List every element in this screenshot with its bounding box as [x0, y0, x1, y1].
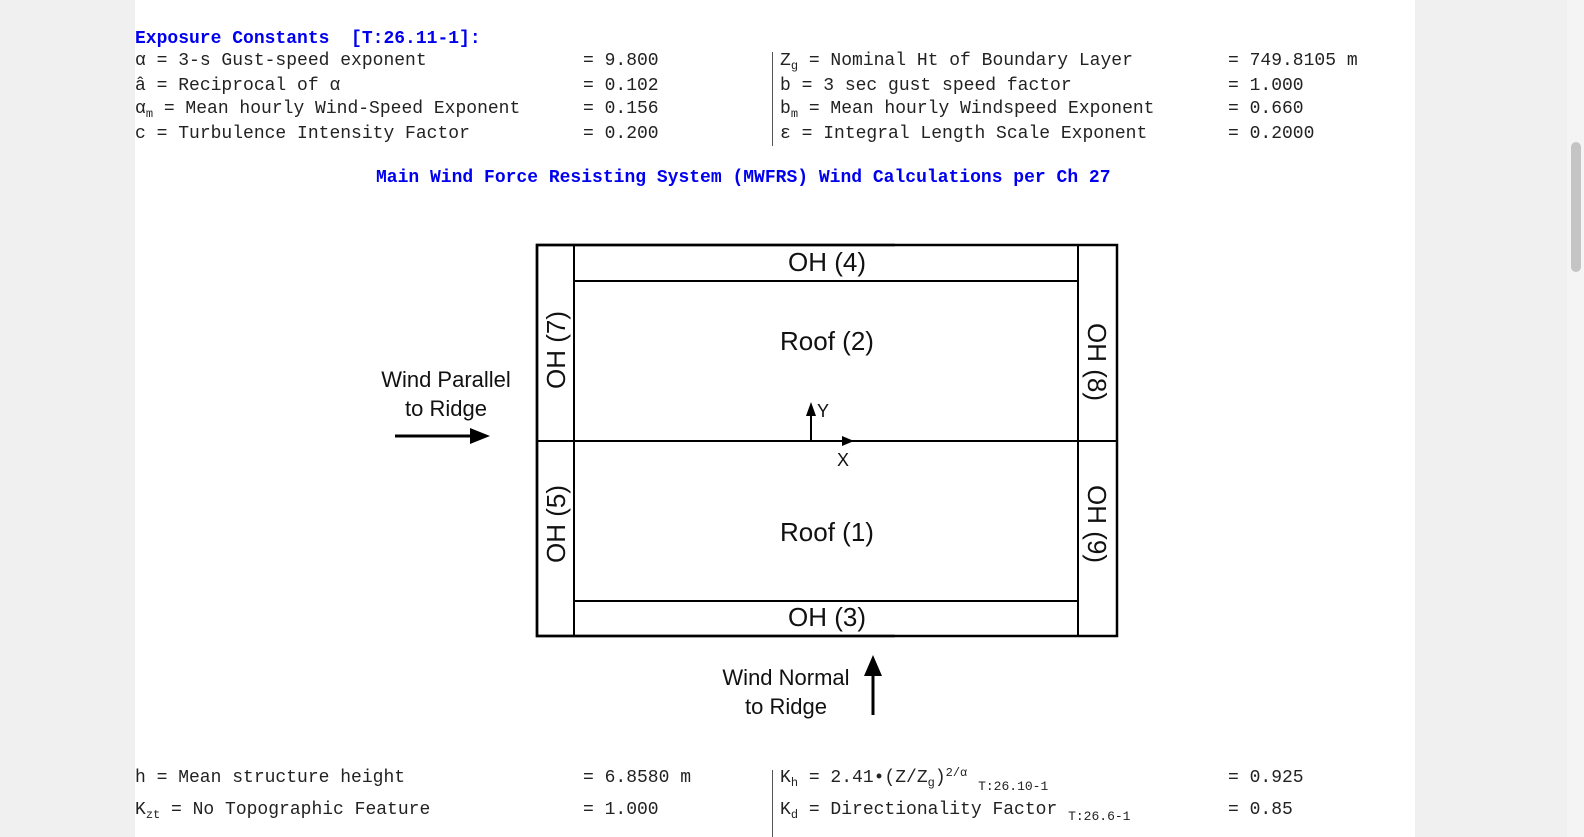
- alpha-value: = 9.800: [583, 51, 659, 71]
- alpha-m-row: αm = Mean hourly Wind-Speed Exponent: [135, 99, 521, 121]
- alpha-m-value: = 0.156: [583, 99, 659, 119]
- epsilon-value: = 0.2000: [1228, 124, 1315, 144]
- alpha-row: α = 3-s Gust-speed exponent: [135, 51, 427, 71]
- oh4-label: OH (4): [788, 247, 866, 277]
- h-value: = 6.8580 m: [583, 768, 692, 788]
- exposure-heading: Exposure Constants [T:26.11-1]:: [135, 29, 481, 49]
- oh9-label: OH (9): [1082, 485, 1112, 563]
- c-value: = 0.200: [583, 124, 659, 144]
- kd-value: = 0.85: [1228, 800, 1293, 820]
- mwfrs-heading: Main Wind Force Resisting System (MWFRS)…: [376, 168, 1111, 188]
- oh5-label: OH (5): [541, 485, 571, 563]
- wind-parallel-label-2: to Ridge: [405, 396, 487, 421]
- b-value: = 1.000: [1228, 76, 1304, 96]
- column-separator: [772, 52, 773, 146]
- kh-row: Kh = 2.41•(Z/Zg)2/α T:26.10-1: [780, 766, 1049, 794]
- roof1-label: Roof (1): [780, 517, 874, 547]
- kzt-row: Kzt = No Topographic Feature: [135, 800, 431, 822]
- scrollbar-thumb[interactable]: [1571, 142, 1581, 272]
- h-row: h = Mean structure height: [135, 768, 406, 788]
- alpha-hat-value: = 0.102: [583, 76, 659, 96]
- zg-row: Zg = Nominal Ht of Boundary Layer: [780, 51, 1133, 73]
- vertical-scrollbar[interactable]: [1567, 0, 1584, 837]
- wind-normal-label-2: to Ridge: [745, 694, 827, 719]
- roof2-label: Roof (2): [780, 326, 874, 356]
- oh7-label: OH (7): [541, 311, 571, 389]
- oh8-label: OH (8): [1082, 323, 1112, 401]
- kzt-value: = 1.000: [583, 800, 659, 820]
- y-arrow-head: [806, 402, 816, 416]
- bm-row: bm = Mean hourly Windspeed Exponent: [780, 99, 1155, 121]
- b-row: b = 3 sec gust speed factor: [780, 76, 1072, 96]
- wind-normal-arrow-head: [864, 655, 882, 676]
- roof-plan-svg: OH (4) OH (3) Roof (2) Roof (1) OH (7) O…: [381, 243, 1119, 719]
- zg-value: = 749.8105 m: [1228, 51, 1358, 71]
- bm-value: = 0.660: [1228, 99, 1304, 119]
- epsilon-row: ε = Integral Length Scale Exponent: [780, 124, 1148, 144]
- kd-row: Kd = Directionality Factor T:26.6-1: [780, 800, 1131, 824]
- x-arrow-head: [842, 436, 854, 446]
- c-row: c = Turbulence Intensity Factor: [135, 124, 470, 144]
- y-axis-label: Y: [817, 401, 829, 421]
- x-axis-label: X: [837, 450, 849, 470]
- alpha-hat-row: â = Reciprocal of α: [135, 76, 341, 96]
- bottom-column-separator: [772, 770, 773, 837]
- wind-normal-label-1: Wind Normal: [722, 665, 849, 690]
- wind-parallel-label-1: Wind Parallel: [381, 367, 511, 392]
- kh-value: = 0.925: [1228, 768, 1304, 788]
- document-page: Exposure Constants [T:26.11-1]: α = 3-s …: [135, 0, 1415, 837]
- oh3-label: OH (3): [788, 602, 866, 632]
- wind-parallel-arrow-head: [470, 428, 490, 444]
